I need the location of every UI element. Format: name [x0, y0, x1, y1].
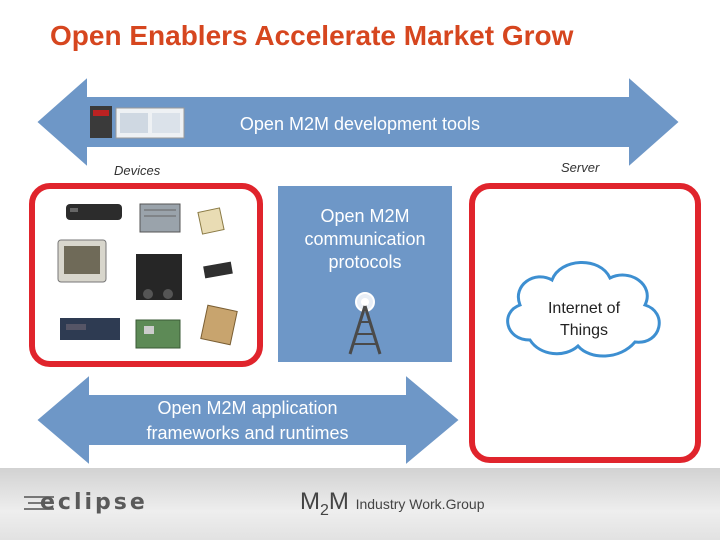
protocols-label: Open M2M communication protocols [278, 205, 452, 274]
board-small-icon [203, 262, 233, 279]
iot-line-2: Things [528, 320, 640, 342]
protocols-line-1: Open M2M [278, 205, 452, 228]
m2m-iwg-logo: M2M Industry Work.Group [300, 488, 484, 520]
antenna-tower-icon [342, 292, 388, 358]
iot-cloud-label: Internet of Things [528, 298, 640, 342]
iot-line-1: Internet of [528, 298, 640, 320]
server-label: Server [561, 160, 599, 175]
gateway-box-icon [60, 318, 120, 340]
m2m-m1: M [300, 488, 320, 515]
rugged-computer-icon [136, 254, 182, 300]
m2m-m2: M [329, 488, 349, 515]
modem-device-icon [140, 204, 180, 232]
m2m-2: 2 [320, 502, 329, 519]
frameworks-label: Open M2M application frameworks and runt… [90, 396, 405, 446]
m2m-subtitle: Industry Work.Group [356, 496, 485, 512]
dev-tools-label: Open M2M development tools [200, 114, 520, 135]
touch-panel-icon [58, 240, 106, 282]
sensor-module-icon [201, 305, 237, 344]
chip-module-icon [198, 208, 224, 234]
router-device-icon [66, 204, 122, 220]
frameworks-line-1: Open M2M application [90, 396, 405, 421]
tools-screenshot-icon [90, 104, 185, 140]
frameworks-line-2: frameworks and runtimes [90, 421, 405, 446]
protocols-line-2: communication [278, 228, 452, 251]
protocols-line-3: protocols [278, 251, 452, 274]
circuit-board-icon [136, 320, 180, 348]
devices-label: Devices [114, 163, 160, 178]
eclipse-logo: eclipse [40, 490, 148, 515]
devices-illustration [44, 196, 250, 356]
